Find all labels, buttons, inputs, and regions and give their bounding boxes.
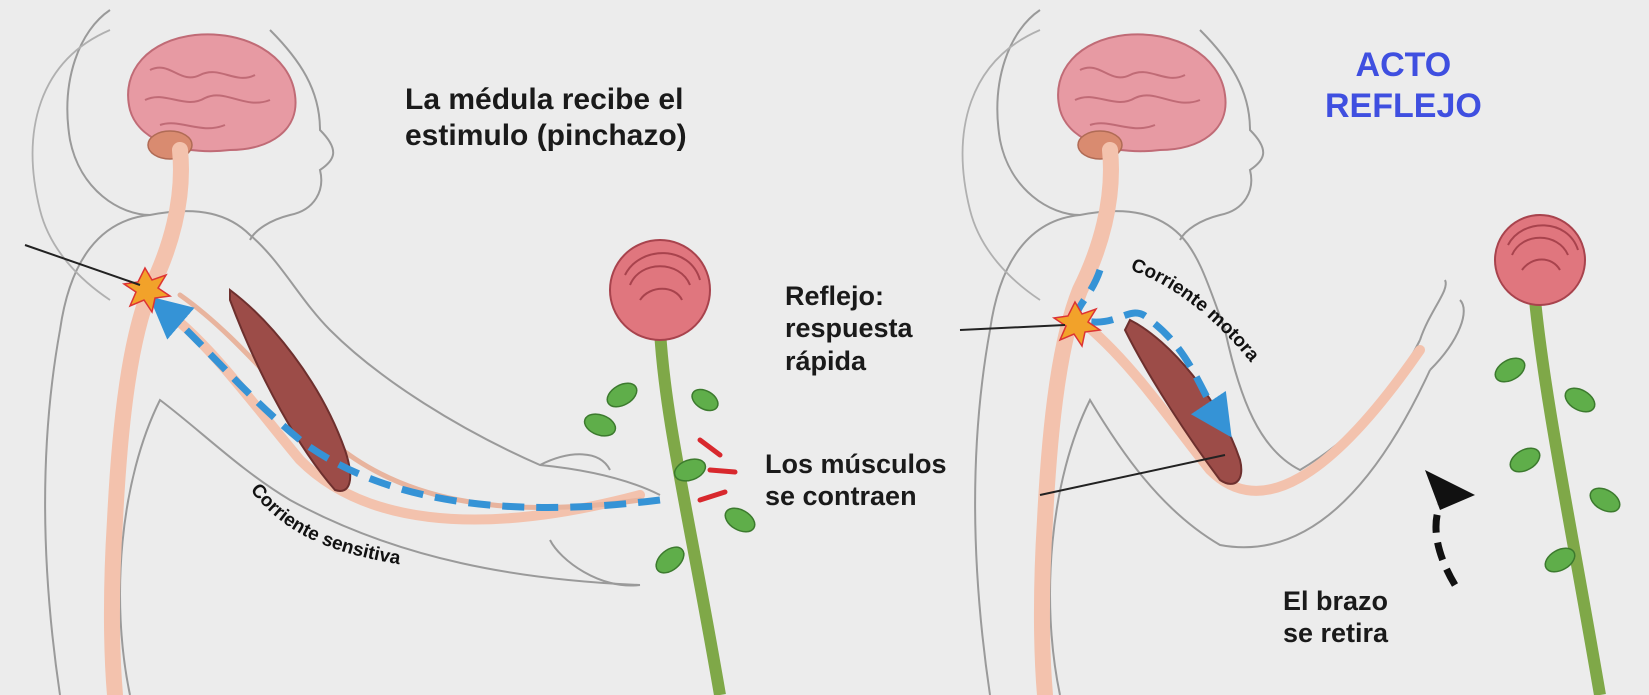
- medulla-caption: La médula recibe el estimulo (pinchazo): [405, 82, 687, 154]
- left-rose-stem: [660, 330, 720, 695]
- right-hand-outline: [1420, 280, 1464, 370]
- right-muscle: [1125, 320, 1241, 484]
- sensory-signal-arrow: [165, 310, 660, 508]
- left-hand-outline: [540, 454, 640, 585]
- reflex-act-title: ACTO REFLEJO: [1325, 45, 1482, 127]
- reflex-caption: Reflejo: respuesta rápida: [785, 280, 913, 377]
- right-brain: [1058, 34, 1225, 151]
- arm-caption: El brazo se retira: [1283, 585, 1388, 650]
- left-rose-flower: [610, 240, 710, 340]
- left-spinal-cord: [112, 150, 181, 695]
- sensory-current-label: Corriente sensitiva: [246, 480, 402, 569]
- muscles-caption: Los músculos se contraen: [765, 448, 947, 513]
- left-brain: [128, 34, 295, 151]
- right-rose: [1491, 215, 1624, 695]
- withdraw-arrow: [1425, 470, 1475, 585]
- reflex-pointer-line: [960, 325, 1065, 330]
- right-spinal-cord: [1042, 150, 1111, 695]
